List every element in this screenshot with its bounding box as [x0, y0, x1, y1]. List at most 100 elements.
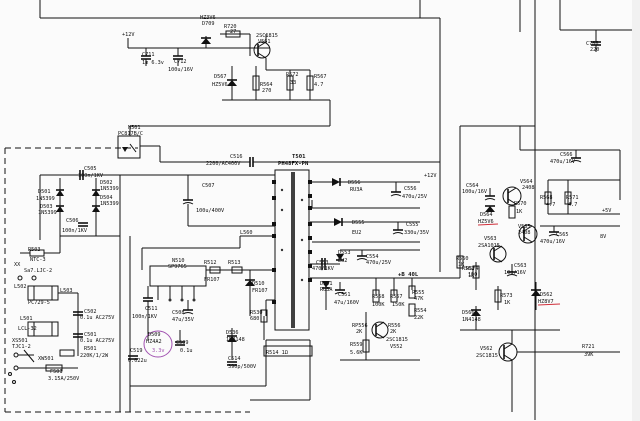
label-n501-name: N501 — [128, 125, 141, 131]
label-n510-val: SP9765 — [168, 264, 187, 270]
label-d504-val: 1N5399 — [100, 201, 119, 207]
label-r530-name: R530 — [250, 310, 263, 316]
label-rail-plus48: +B 40L — [398, 272, 419, 278]
label-rp556-val: 2K — [356, 329, 363, 335]
label-r514-val: R514 1Ω — [266, 350, 288, 356]
label-c563-val: 10u/16V — [504, 270, 526, 276]
label-c514-name: C514 — [228, 356, 241, 362]
label-d553-name: D553 — [338, 250, 351, 256]
label-d564-name: D564 — [480, 212, 493, 218]
label-d556-val: RU3A — [350, 187, 363, 193]
label-v563-name: V563 — [484, 236, 497, 242]
label-r558-val: 100K — [372, 302, 385, 308]
label-d509-note: 3.3v — [152, 348, 165, 354]
label-f501-name: F501 — [50, 369, 63, 375]
label-d502-name: D502 — [100, 180, 113, 186]
label-c502-name: C502 — [84, 309, 97, 315]
label-d551-val: RU3A — [320, 287, 333, 293]
label-c786-val: 220 — [590, 47, 599, 53]
label-r568-name: R568 — [540, 195, 553, 201]
label-hz-top-ref: D709 — [202, 21, 215, 27]
label-c563-name: C563 — [514, 263, 527, 269]
top-regulator-block: +12V C711 1m 6.3v C712 100u/16V HZ3V6 D7… — [39, 0, 632, 420]
label-c553-name: C553 — [316, 260, 329, 266]
label-r571-name: R571 — [566, 195, 579, 201]
label-d562-val: HZ8V7 — [538, 299, 554, 305]
label-xs501-name: XS501 — [12, 338, 28, 344]
label-c508-name: C508 — [172, 310, 185, 316]
label-d564-val: HZ5V6 — [478, 219, 494, 225]
label-v562-name: V562 — [480, 346, 493, 352]
label-c506-name: C506 — [66, 218, 79, 224]
label-r503-name: R503 — [28, 247, 41, 253]
control-ic-block: N510 SP9765 R512 FR107 R513 D510 FR107 L… — [128, 230, 313, 401]
label-l501-name: L501 — [20, 316, 33, 322]
label-r562-name: R562 — [462, 266, 475, 272]
label-t501-name: T501 — [292, 154, 306, 160]
label-d567-name: D567 — [214, 74, 227, 80]
label-r556-name: R556 — [388, 323, 401, 329]
label-c516-val: 2200/AC400V — [206, 161, 240, 167]
label-c711-val: 1m 6.3v — [142, 60, 164, 66]
label-r574-name: R574 — [466, 266, 479, 272]
label-l503-val: PC729-5 — [28, 300, 50, 306]
label-c554-val: 470u/25V — [366, 260, 391, 266]
label-c505-name: C505 — [84, 166, 97, 172]
label-r567-name: R567 — [314, 74, 327, 80]
label-r512-name: R512 — [204, 260, 217, 266]
label-r558-name: R558 — [372, 294, 385, 300]
label-c551-name: C551 — [338, 292, 351, 298]
label-v563-val: 2SA1015 — [478, 243, 500, 249]
label-d551-name: D551 — [320, 281, 333, 287]
label-r554-name: R554 — [414, 308, 427, 314]
label-l560-name: L560 — [240, 230, 253, 236]
label-d562-name: D562 — [540, 292, 553, 298]
label-d502-val: 1N5399 — [100, 186, 119, 192]
right-regulator-block: C566 470u/16V C564 100u/16V D564 HZ5V6 V… — [456, 125, 621, 412]
label-q551-ref: V552 — [390, 344, 403, 350]
label-r720-name: R720 — [224, 24, 237, 30]
label-c555-name: C555 — [406, 222, 419, 228]
label-d504-name: D504 — [100, 195, 113, 201]
label-l502-name: L502 — [14, 284, 27, 290]
label-c555-val: 330u/35V — [404, 230, 429, 236]
label-v564-name: V564 — [520, 179, 533, 185]
label-c506-val: 100n/1KV — [62, 228, 87, 234]
label-r512-val: FR107 — [204, 277, 220, 283]
label-r557-name: R557 — [390, 294, 403, 300]
label-c507-val: 100u/400V — [196, 208, 224, 214]
label-d536-name: D536 — [226, 330, 239, 336]
label-xx-name: XX — [14, 262, 21, 268]
label-r503-val: NTC-3 — [30, 257, 46, 263]
label-r501-val: 220K/1/2W — [80, 353, 109, 359]
label-q-top-name: 2SC1815 — [256, 33, 278, 39]
label-r570-name: R570 — [514, 201, 527, 207]
label-c553-val: 470/1KV — [312, 266, 334, 272]
label-r559-val: 5.6K — [350, 350, 363, 356]
label-c519-val: 0.022u — [128, 358, 147, 364]
label-rail-plus5: +5V — [602, 208, 611, 214]
label-r573-val: 1K — [504, 300, 511, 306]
label-xw501-name: XW501 — [38, 356, 54, 362]
label-v564-val: 2408 — [522, 185, 535, 191]
label-r560-name: R560 — [456, 256, 469, 262]
label-v565-val: 2408 — [518, 230, 531, 236]
label-c509-name: C509 — [176, 340, 189, 346]
label-d566-val: 1N4148 — [462, 317, 481, 323]
label-c556-name: C556 — [404, 186, 417, 192]
label-r559-name: R559 — [350, 342, 363, 348]
label-c502-val: 0.1u AC275V — [80, 315, 114, 321]
label-l503-name: L503 — [60, 288, 73, 294]
label-c556-val: 470u/25V — [402, 194, 427, 200]
label-c565-val: 470u/16V — [540, 239, 565, 245]
label-c786-name: C786 — [586, 41, 599, 47]
label-r572-val: 33 — [290, 80, 296, 86]
label-xx-val: Sa7.LJC-2 — [24, 268, 52, 274]
label-r721-name: R721 — [582, 344, 595, 350]
label-r562-val: 150 — [468, 272, 477, 278]
label-d566-name: D566 — [462, 310, 475, 316]
label-r560-val: 1K — [458, 262, 465, 268]
label-r564-name: R564 — [260, 82, 273, 88]
label-d567-val: HZ5V6 — [212, 82, 228, 88]
label-c511-name: C511 — [145, 306, 158, 312]
